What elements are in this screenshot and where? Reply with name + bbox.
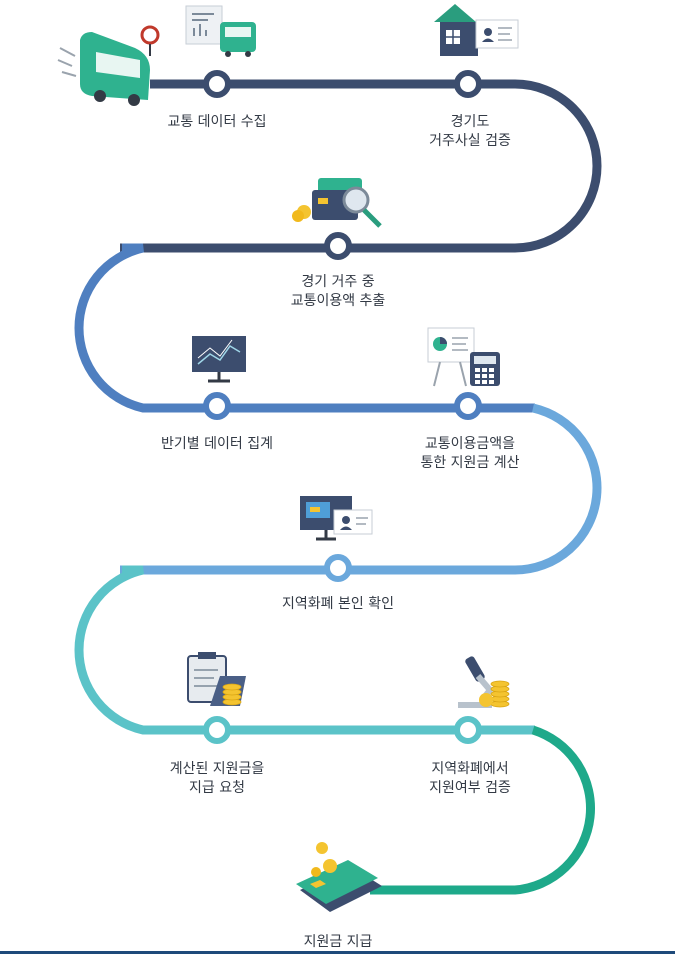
bottom-divider bbox=[0, 951, 675, 954]
path-segment-teal bbox=[74, 565, 535, 735]
clipboard-coins-icon bbox=[187, 652, 246, 706]
step-node-1 bbox=[203, 70, 231, 98]
path-segment-blue bbox=[74, 243, 535, 413]
step-label-subsidy-payment: 지원금 지급 bbox=[303, 934, 373, 950]
monitor-chart-icon bbox=[192, 336, 246, 383]
step-node-4 bbox=[203, 392, 231, 420]
step-node-6 bbox=[324, 554, 352, 582]
step-label-traffic-data-collection: 교통 데이터 수집 bbox=[167, 114, 267, 130]
step-node-7 bbox=[203, 716, 231, 744]
card-coins-payment-icon bbox=[296, 842, 382, 912]
step-label-local-currency-identity-check: 지역화폐 본인 확인 bbox=[282, 596, 394, 612]
step-node-3 bbox=[324, 232, 352, 260]
step-label-half-year-aggregation: 반기별 데이터 집계 bbox=[161, 436, 273, 452]
step-node-2 bbox=[454, 70, 482, 98]
chart-calculator-icon bbox=[427, 327, 500, 387]
path-segment-green bbox=[370, 725, 595, 895]
path-segment-navy bbox=[120, 79, 602, 253]
step-node-5 bbox=[454, 392, 482, 420]
house-id-card-icon bbox=[434, 4, 519, 56]
card-magnifier-icon bbox=[292, 178, 382, 228]
microscope-coins-icon bbox=[458, 656, 510, 708]
path-segment-lightblue bbox=[120, 403, 602, 575]
bus-data-collection-icon bbox=[57, 5, 256, 106]
monitor-id-card-icon bbox=[300, 496, 373, 541]
step-node-8 bbox=[454, 716, 482, 744]
